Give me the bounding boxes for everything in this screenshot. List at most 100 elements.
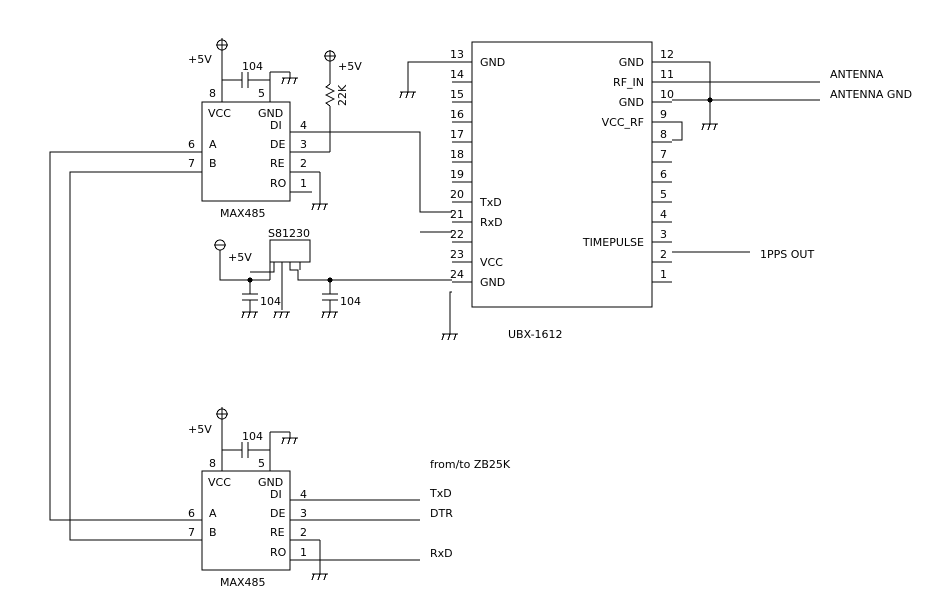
ubx-pin-number: 17: [450, 128, 464, 141]
ubx-pin-number: 13: [450, 48, 464, 61]
ground-icon: [311, 172, 328, 211]
ubx-pin-number: 8: [660, 128, 667, 141]
pin-number-1: 1: [300, 546, 307, 559]
ubx-pin-number: 18: [450, 148, 464, 161]
pin-label-di: DI: [270, 119, 282, 132]
pin-label-de: DE: [270, 138, 285, 151]
cap-value: 104: [242, 60, 263, 73]
pin-number-2: 2: [300, 526, 307, 539]
ubx-pin-number: 1: [660, 268, 667, 281]
ubx-pin-number: 23: [450, 248, 464, 261]
ubx-pin-number: 2: [660, 248, 667, 261]
pin-number-2: 2: [300, 157, 307, 170]
pin-label-a: A: [209, 138, 217, 151]
net-dtr: DTR: [430, 507, 453, 520]
pin-number-7: 7: [188, 157, 195, 170]
ubx-pin-number: 24: [450, 268, 464, 281]
ubx-body: [471, 41, 653, 308]
pin-label-ro: RO: [270, 546, 287, 559]
ubx-name: UBX-1612: [508, 328, 563, 341]
vcc-label: +5V: [188, 53, 212, 66]
vcc-label: +5V: [188, 423, 212, 436]
ground-icon: [241, 311, 258, 319]
net-antenna: ANTENNA: [830, 68, 884, 81]
resistor-value: 22K: [336, 84, 349, 106]
pin-label-ro: RO: [270, 177, 287, 190]
ubx-pin-label: TxD: [479, 196, 502, 209]
ubx-pin-number: 15: [450, 88, 464, 101]
ground-icon: [273, 311, 290, 319]
pin-label-de: DE: [270, 507, 285, 520]
ubx-pin-label: GND: [480, 276, 505, 289]
ubx-pin-number: 7: [660, 148, 667, 161]
resistor-22k: +5V 22K: [324, 50, 362, 152]
ubx-pin-number: 9: [660, 108, 667, 121]
regulator-name: S81230: [268, 227, 310, 240]
ubx-pin-number: 19: [450, 168, 464, 181]
net-antenna-gnd: ANTENNA GND: [830, 88, 912, 101]
net-txd: TxD: [429, 487, 452, 500]
net-1pps-out: 1PPS OUT: [760, 248, 814, 261]
max485-top-name: MAX485: [220, 207, 266, 220]
ground-icon: [311, 540, 328, 581]
ubx-pin-label: GND: [619, 96, 644, 109]
bottom-power: +5V 104: [188, 407, 298, 458]
pin-label-gnd: GND: [258, 107, 283, 120]
ubx-pin-label: GND: [480, 56, 505, 69]
pin-number-8: 8: [209, 457, 216, 470]
ubx-pin-label: RF_IN: [613, 76, 644, 89]
pin-number-5: 5: [258, 87, 265, 100]
ground-icon: [321, 311, 338, 319]
vcc-label: +5V: [228, 251, 252, 264]
ubx-pin-number: 12: [660, 48, 674, 61]
max485-bottom-name: MAX485: [220, 576, 266, 589]
pin-label-re: RE: [270, 526, 285, 539]
pin-number-8: 8: [209, 87, 216, 100]
ubx-pin-label: RxD: [480, 216, 503, 229]
pin-number-6: 6: [188, 507, 195, 520]
pin-label-re: RE: [270, 157, 285, 170]
ground-icon: [701, 123, 718, 131]
ubx-pin-number: 11: [660, 68, 674, 81]
ubx-pin-number: 4: [660, 208, 667, 221]
pin-label-vcc: VCC: [208, 476, 231, 489]
bus-a: [49, 151, 180, 521]
ubx-pin-number: 20: [450, 188, 464, 201]
pin-number-3: 3: [300, 507, 307, 520]
cap-value: 104: [260, 295, 281, 308]
ubx-pin-number: 22: [450, 228, 464, 241]
ground-icon: [441, 333, 458, 341]
ubx-pin-number: 5: [660, 188, 667, 201]
ground-icon: [281, 72, 298, 85]
pin-number-4: 4: [300, 488, 307, 501]
ubx-pin-number: 3: [660, 228, 667, 241]
vcc-label: +5V: [338, 60, 362, 73]
pin-number-3: 3: [300, 138, 307, 151]
ground-icon: [281, 432, 298, 445]
pin-number-7: 7: [188, 526, 195, 539]
regulator-s81230: S81230: [250, 227, 452, 310]
pin-number-6: 6: [188, 138, 195, 151]
ubx-pin-label: VCC: [480, 256, 503, 269]
ubx-1612: UBX-1612 13GND14151617181920TxD21RxD2223…: [450, 41, 674, 341]
ubx-pin-number: 21: [450, 208, 464, 221]
top-power: +5V 104: [188, 38, 298, 88]
pin-number-5: 5: [258, 457, 265, 470]
regulator-body: [269, 239, 311, 263]
net-from-to: from/to ZB25K: [430, 458, 511, 471]
ubx-right-pins: 12GND11RF_IN10GND9VCC_RF876543TIMEPULSE2…: [582, 48, 674, 283]
bus-b: [69, 171, 180, 541]
pin-label-di: DI: [270, 488, 282, 501]
pin-label-vcc: VCC: [208, 107, 231, 120]
max485-bottom: MAX485 VCC GND DI DE RE RO A B 8 5 4 3 2…: [180, 450, 420, 589]
pin-label-gnd: GND: [258, 476, 283, 489]
pin-label-b: B: [209, 526, 217, 539]
ground-icon: [399, 91, 416, 99]
cap-value: 104: [242, 430, 263, 443]
net-rxd: RxD: [430, 547, 453, 560]
ubx-pin-label: VCC_RF: [602, 116, 644, 129]
max485-top: MAX485 VCC GND DI DE RE RO A B 8 5 4 3 2…: [180, 80, 330, 220]
ubx-pin-number: 16: [450, 108, 464, 121]
